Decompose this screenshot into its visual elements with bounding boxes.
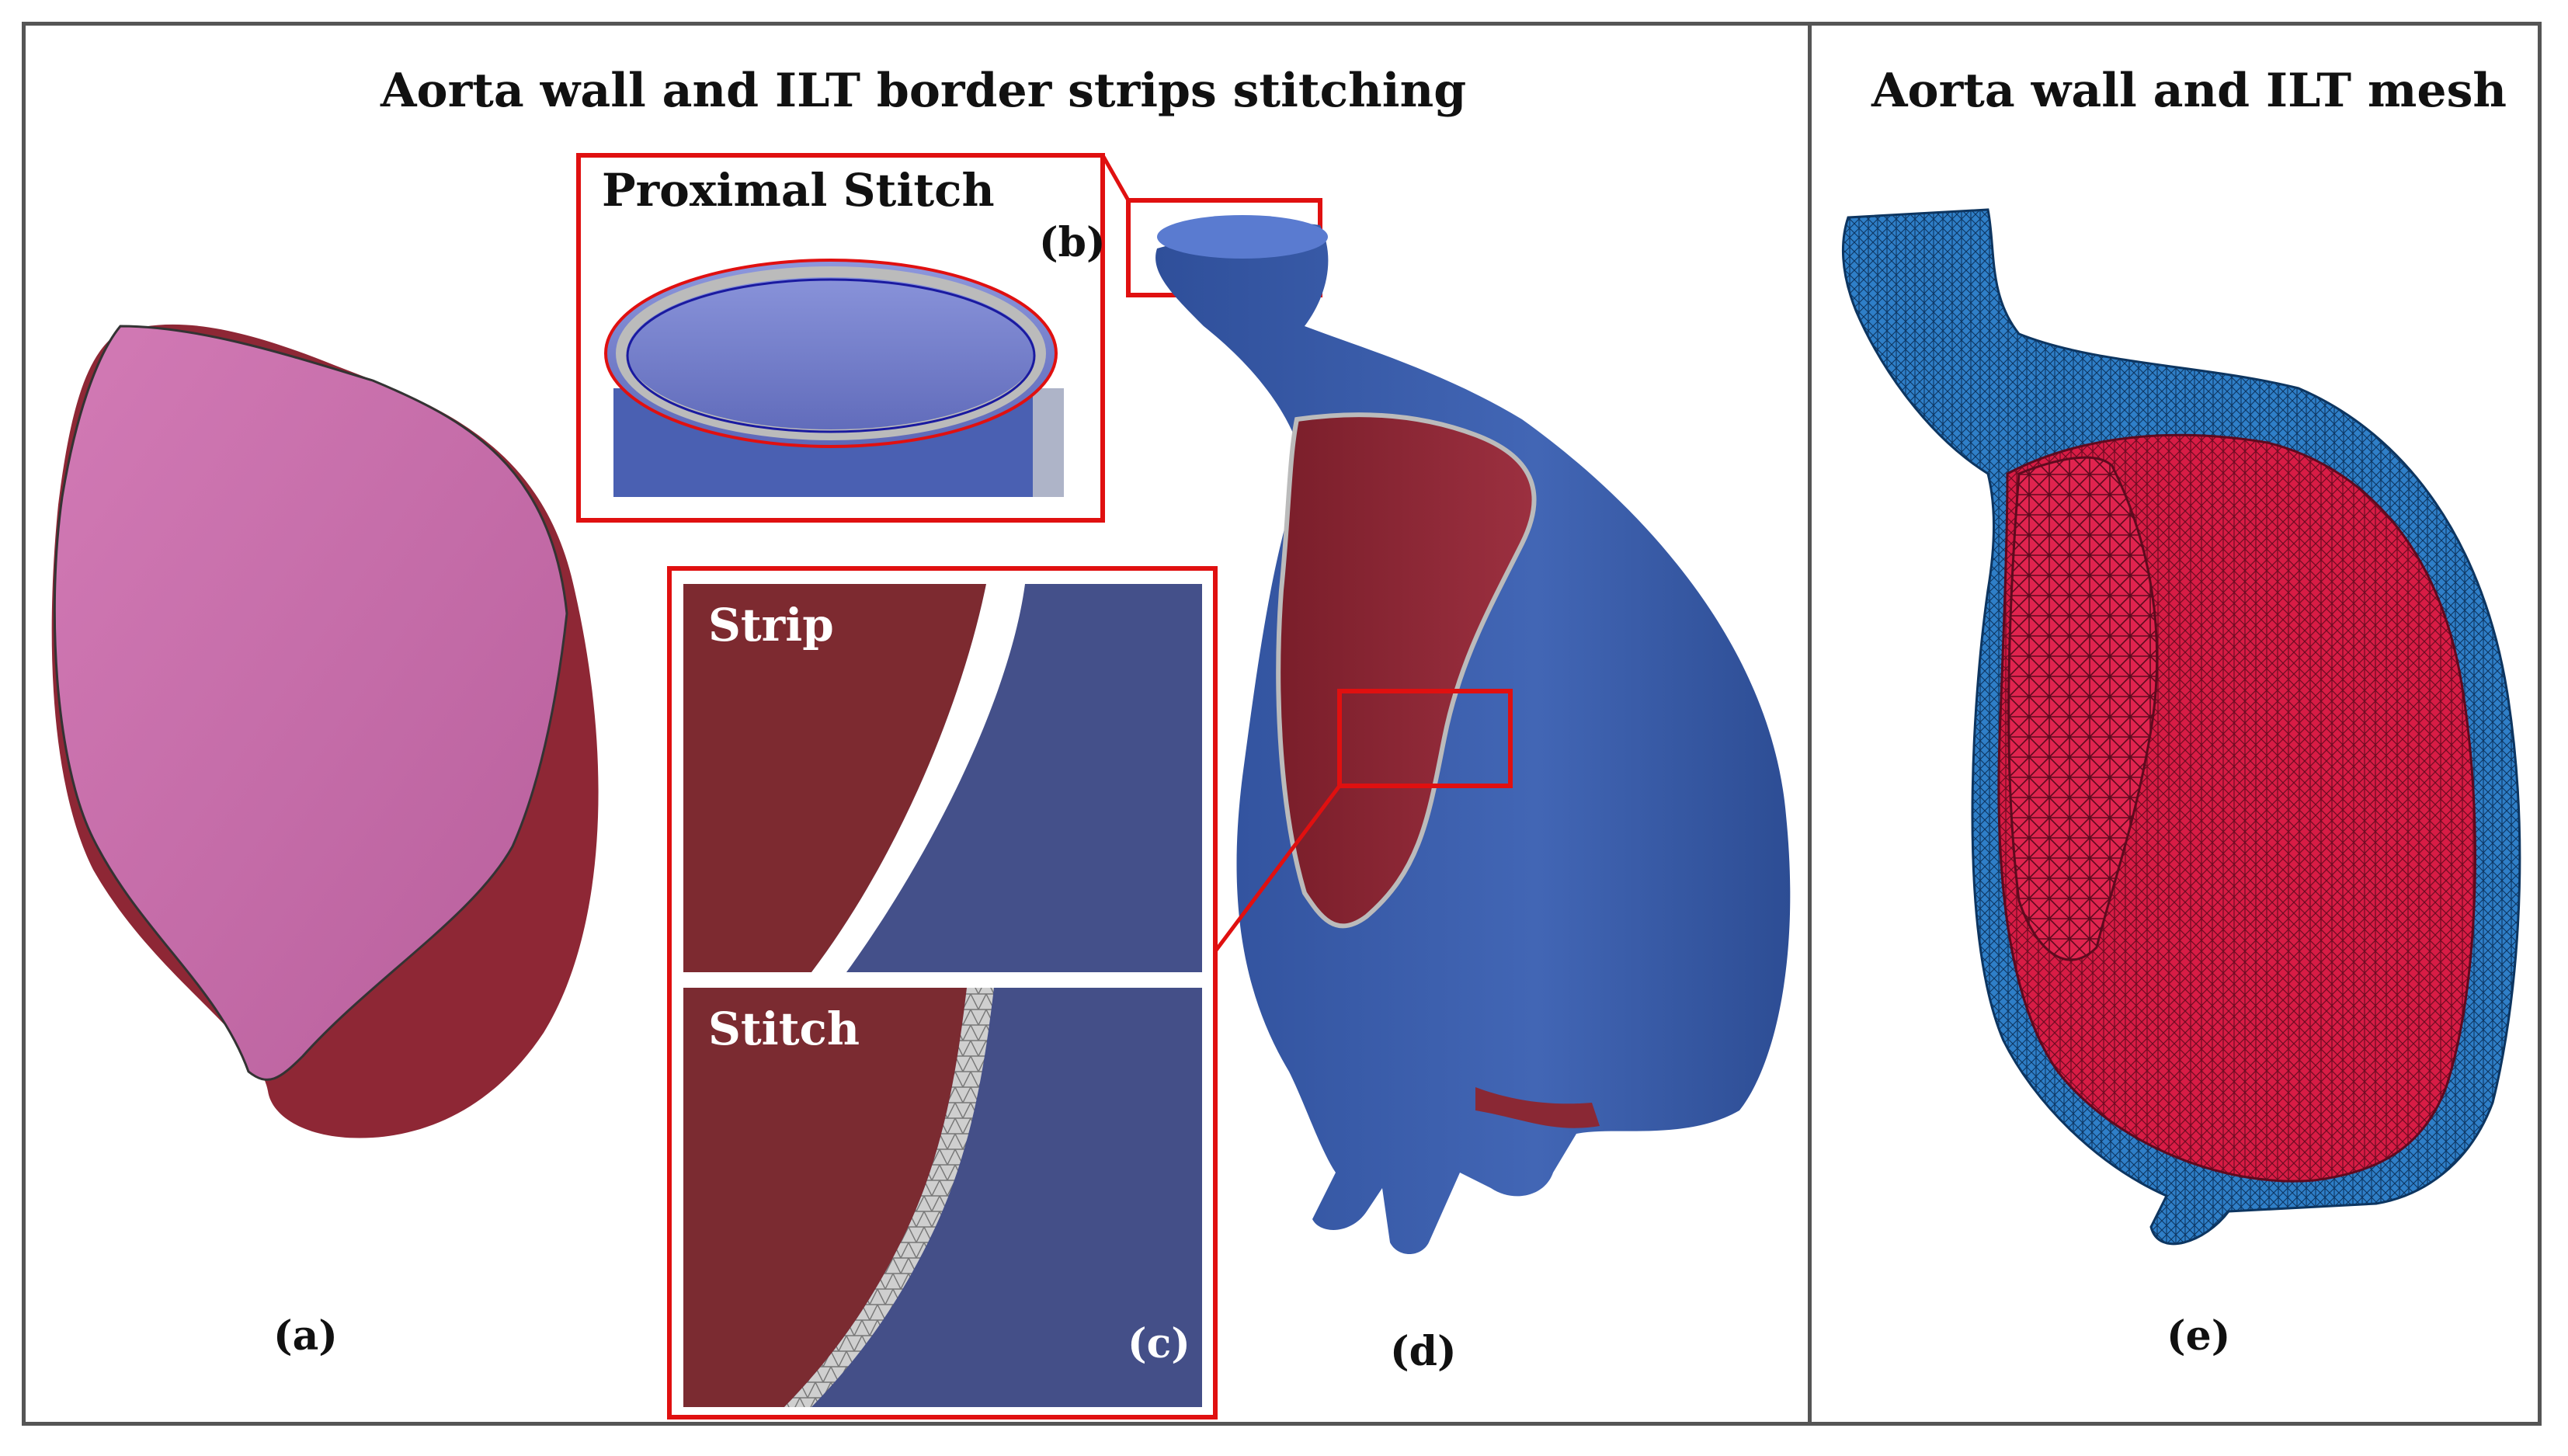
label-e: (e): [2167, 1312, 2231, 1360]
left-panel-title: Aorta wall and ILT border strips stitchi…: [381, 64, 1467, 118]
ilt-lumen-shape: [51, 324, 599, 1138]
right-panel-title: Aorta wall and ILT mesh: [1871, 64, 2507, 118]
aorta-wall-shape: [1155, 215, 1791, 1255]
strip-stitch-inset: [667, 566, 1218, 1420]
aorta-ilt-mesh: [1841, 208, 2521, 1246]
label-b: (b): [1039, 219, 1106, 266]
zoom-callout: [1214, 689, 1513, 953]
proximal-stitch-title: Proximal Stitch: [602, 164, 995, 217]
label-c: (c): [1128, 1320, 1190, 1367]
label-a: (a): [273, 1312, 338, 1360]
panel-divider: [1808, 22, 1812, 1426]
proximal-stitch-inset: [576, 153, 1105, 523]
figure-frame: [22, 22, 2542, 1426]
stitch-label: Stitch: [708, 1003, 860, 1055]
strip-label: Strip: [708, 599, 834, 652]
label-d: (d): [1390, 1328, 1457, 1375]
